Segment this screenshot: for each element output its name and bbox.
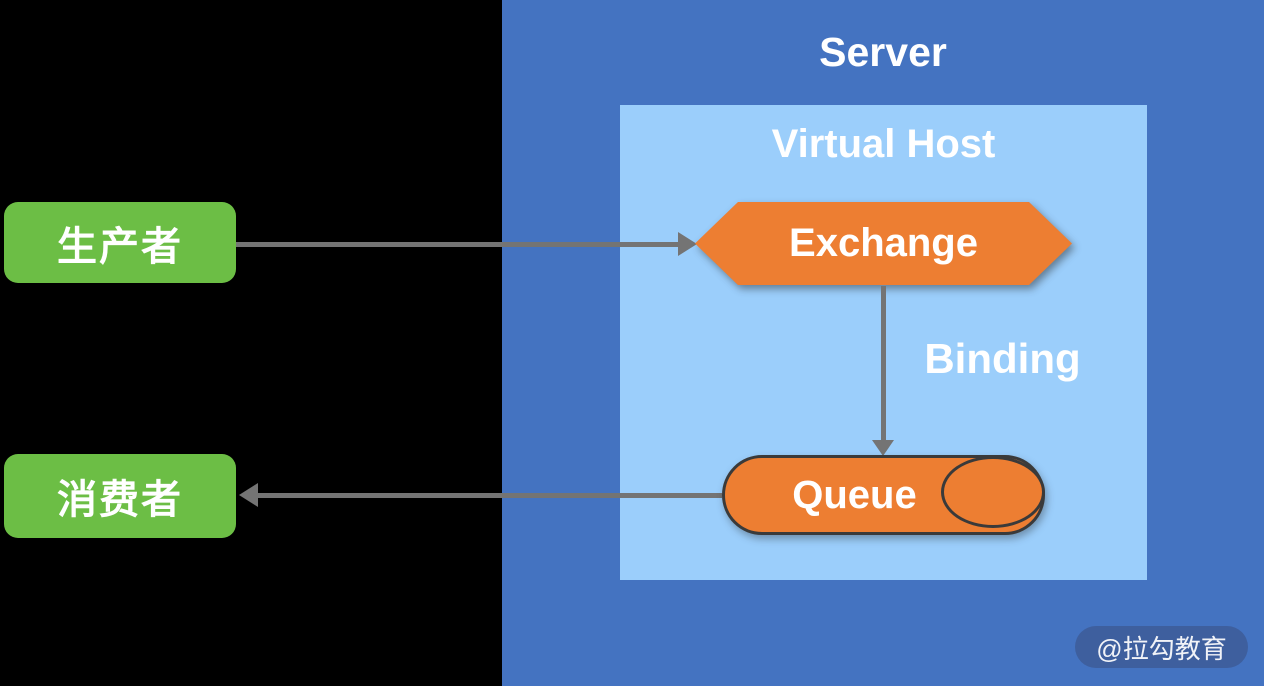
binding-arrow-line [881,286,886,440]
queue-to-consumer-arrow-line [258,493,722,498]
producer-to-exchange-arrow-line [236,242,683,247]
consumer-box: 消费者 [4,454,236,538]
producer-to-exchange-arrowhead-icon [678,232,697,256]
server-title: Server [819,29,947,75]
exchange-node: Exchange [695,202,1072,285]
queue-end-cap-ellipse [941,456,1045,528]
virtual-host-title: Virtual Host [771,122,996,166]
queue-to-consumer-arrowhead-icon [239,483,258,507]
queue-node: Queue [722,455,1045,535]
producer-box: 生产者 [4,202,236,283]
binding-arrowhead-icon [872,440,894,456]
watermark-badge: @拉勾教育 [1075,626,1248,668]
exchange-hexagon: Exchange [695,202,1072,285]
binding-label: Binding [924,335,1081,382]
